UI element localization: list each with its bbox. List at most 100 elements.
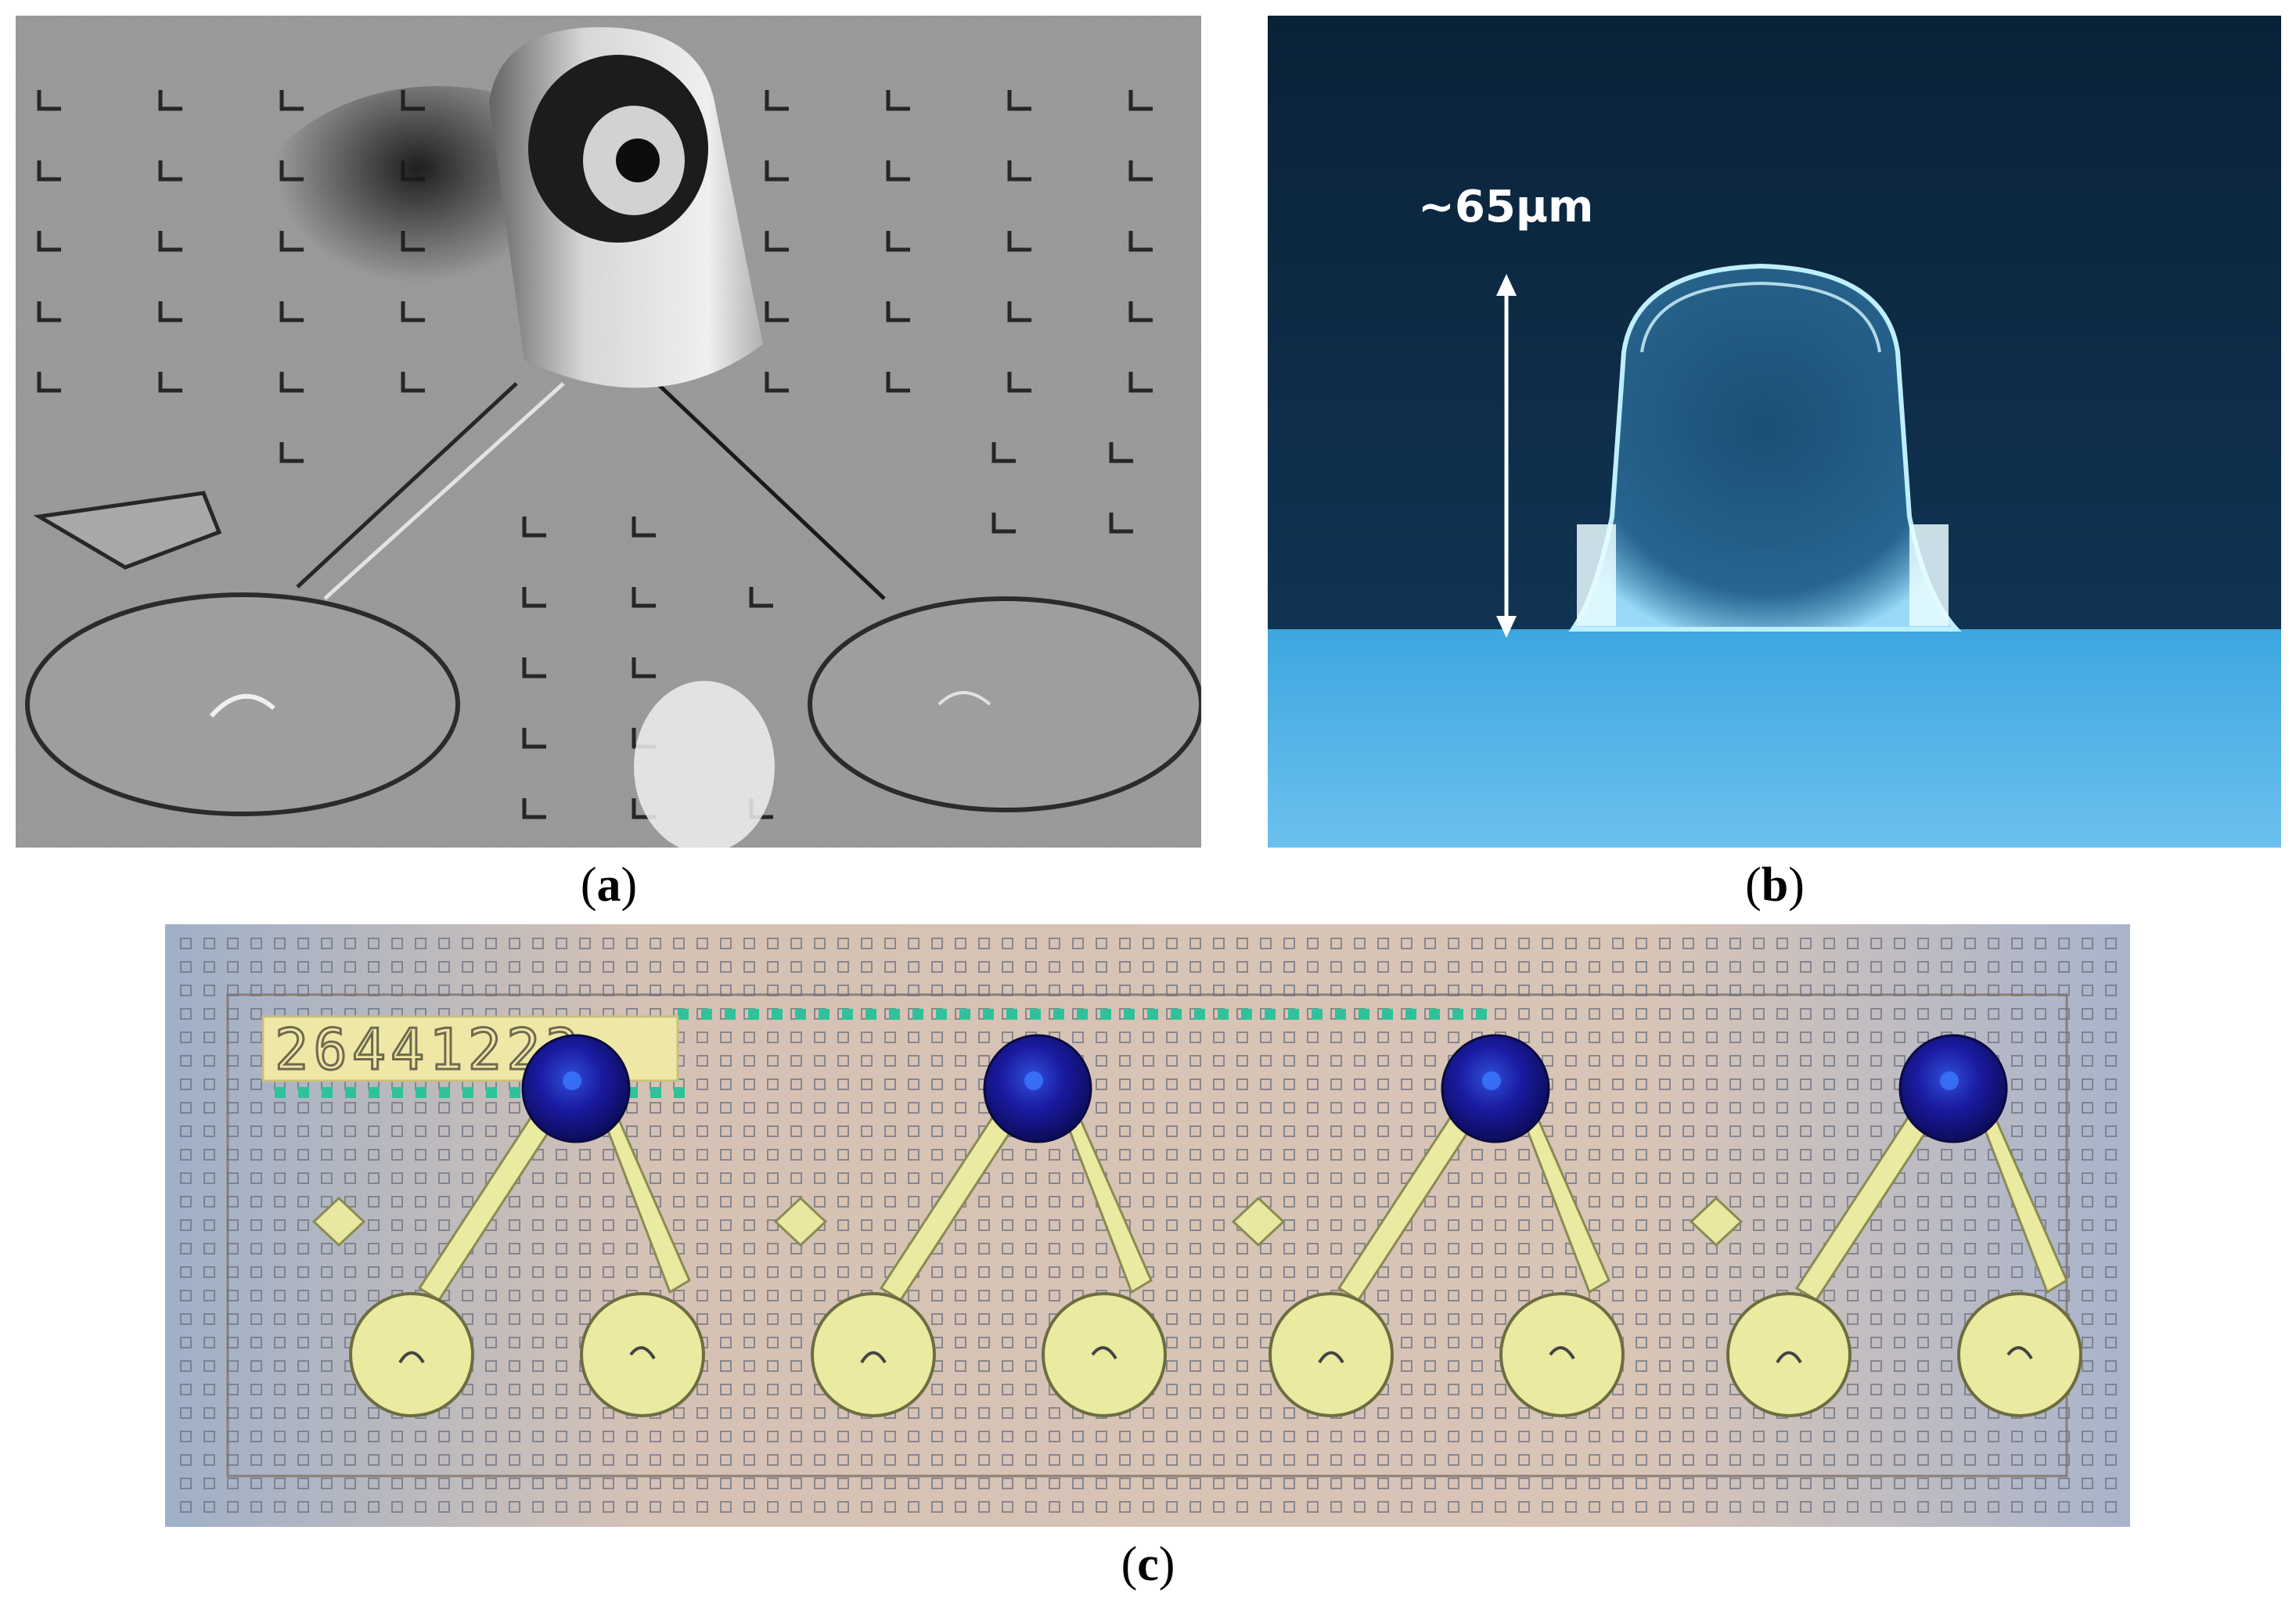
chip-square bbox=[203, 1454, 215, 1466]
chip-square bbox=[2035, 1125, 2046, 1137]
chip-square bbox=[344, 1384, 356, 1395]
chip-square bbox=[1636, 1501, 1647, 1513]
chip-square bbox=[485, 961, 497, 973]
chip-square bbox=[250, 1149, 262, 1161]
chip-square bbox=[1002, 1384, 1013, 1395]
chip-square bbox=[720, 1266, 732, 1278]
chip-square bbox=[1025, 1384, 1037, 1395]
sem-square bbox=[1128, 160, 1153, 182]
chip-square bbox=[673, 961, 685, 973]
chip-square bbox=[790, 1149, 802, 1161]
chip-square bbox=[696, 1172, 708, 1184]
chip-square bbox=[438, 1431, 450, 1442]
chip-square bbox=[1495, 985, 1506, 996]
charging-glare bbox=[634, 681, 775, 848]
chip-square bbox=[1330, 985, 1342, 996]
chip-square bbox=[462, 1478, 473, 1489]
chip-square bbox=[720, 1125, 732, 1137]
chip-square bbox=[579, 1313, 591, 1325]
sem-square bbox=[1128, 231, 1153, 252]
chip-square bbox=[1823, 1008, 1835, 1020]
green-dot bbox=[842, 1009, 853, 1020]
chip-square bbox=[2035, 1196, 2046, 1208]
green-dot bbox=[674, 1087, 685, 1098]
chip-square bbox=[743, 1031, 755, 1043]
chip-square bbox=[1729, 1290, 1741, 1301]
chip-square bbox=[1143, 1290, 1154, 1301]
chip-square bbox=[1236, 1431, 1248, 1442]
chip-square bbox=[1659, 1431, 1671, 1442]
chip-square bbox=[1988, 1454, 1999, 1466]
chip-square bbox=[1706, 1290, 1718, 1301]
chip-square bbox=[1166, 1337, 1178, 1348]
chip-square bbox=[1354, 1078, 1366, 1090]
chip-square bbox=[1495, 938, 1506, 949]
chip-square bbox=[509, 1431, 520, 1442]
chip-square bbox=[720, 938, 732, 949]
chip-square bbox=[2058, 1243, 2070, 1255]
chip-square bbox=[1096, 1031, 1107, 1043]
chip-square bbox=[556, 1149, 567, 1161]
chip-square bbox=[1166, 1431, 1178, 1442]
sem-square bbox=[886, 160, 910, 182]
chip-square bbox=[1049, 938, 1060, 949]
chip-square bbox=[1424, 1337, 1436, 1348]
chip-square bbox=[1377, 1102, 1389, 1114]
chip-square bbox=[884, 1172, 896, 1184]
chip-square bbox=[1354, 1031, 1366, 1043]
device-unit bbox=[1231, 1034, 1625, 1417]
chip-square bbox=[1988, 1266, 1999, 1278]
chip-square bbox=[1143, 985, 1154, 996]
chip-square bbox=[978, 985, 990, 996]
chip-square bbox=[297, 1384, 309, 1395]
chip-square bbox=[931, 1078, 943, 1090]
chip-square bbox=[1025, 1407, 1037, 1419]
chip-square bbox=[250, 1219, 262, 1231]
chip-square bbox=[1002, 1478, 1013, 1489]
chip-square bbox=[1002, 961, 1013, 973]
chip-square bbox=[1800, 1196, 1812, 1208]
chip-square bbox=[908, 1055, 919, 1067]
chip-square bbox=[1119, 1172, 1131, 1184]
chip-square bbox=[837, 1454, 849, 1466]
chip-square bbox=[1682, 1243, 1694, 1255]
chip-square bbox=[603, 1290, 614, 1301]
chip-square bbox=[1729, 961, 1741, 973]
chip-square bbox=[1189, 1501, 1201, 1513]
chip-square bbox=[1213, 1102, 1225, 1114]
green-dot bbox=[1382, 1009, 1393, 1020]
chip-square bbox=[1283, 1172, 1295, 1184]
chip-square bbox=[931, 1501, 943, 1513]
chip-square bbox=[203, 1478, 215, 1489]
chip-square bbox=[1448, 1337, 1459, 1348]
chip-square bbox=[1025, 1313, 1037, 1325]
chip-square bbox=[1800, 1125, 1812, 1137]
chip-square bbox=[250, 1008, 262, 1020]
chip-square bbox=[344, 1266, 356, 1278]
chip-square bbox=[2035, 1078, 2046, 1090]
chip-square bbox=[2011, 1431, 2023, 1442]
chip-square bbox=[368, 1266, 380, 1278]
chip-square bbox=[344, 1501, 356, 1513]
chip-square bbox=[814, 1266, 826, 1278]
chip-square bbox=[203, 1055, 215, 1067]
chip-square bbox=[955, 1431, 966, 1442]
chip-square bbox=[1917, 1172, 1929, 1184]
chip-square bbox=[438, 1125, 450, 1137]
chip-square bbox=[1941, 1172, 1952, 1184]
chip-square bbox=[1870, 1407, 1882, 1419]
chip-square bbox=[274, 1196, 286, 1208]
chip-square bbox=[344, 1478, 356, 1489]
pad-left-bond bbox=[209, 693, 275, 718]
chip-square bbox=[1448, 938, 1459, 949]
chip-square bbox=[1753, 1172, 1765, 1184]
chip-square bbox=[1471, 1501, 1483, 1513]
chip-square bbox=[1072, 1266, 1084, 1278]
chip-square bbox=[603, 1219, 614, 1231]
chip-square bbox=[743, 1219, 755, 1231]
chip-square bbox=[931, 938, 943, 949]
chip-square bbox=[274, 1431, 286, 1442]
sem-square bbox=[765, 231, 789, 252]
chip-square bbox=[2035, 1031, 2046, 1043]
chip-square bbox=[1166, 961, 1178, 973]
